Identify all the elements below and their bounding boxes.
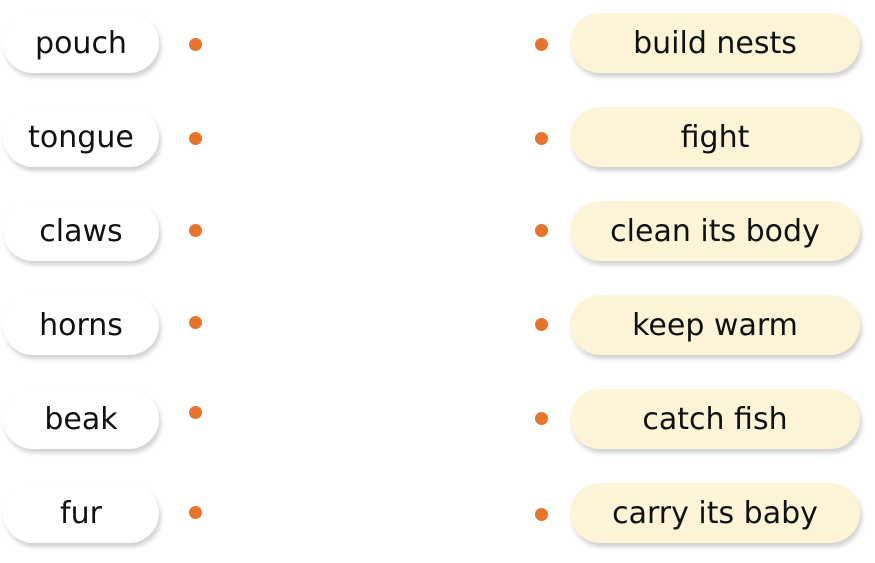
right-item-clean-its-body[interactable]: clean its body (570, 201, 860, 261)
left-item-pouch[interactable]: pouch (3, 13, 159, 73)
right-connector-dot-build-nests[interactable] (535, 38, 548, 51)
right-item-catch-fish[interactable]: catch fish (570, 389, 860, 449)
left-connector-dot-fur[interactable] (189, 506, 202, 519)
right-item-build-nests[interactable]: build nests (570, 13, 860, 73)
right-item-fight[interactable]: fight (570, 107, 860, 167)
left-item-horns[interactable]: horns (3, 295, 159, 355)
left-connector-dot-pouch[interactable] (189, 38, 202, 51)
left-connector-dot-claws[interactable] (189, 224, 202, 237)
right-connector-dot-catch-fish[interactable] (535, 412, 548, 425)
left-item-claws[interactable]: claws (3, 201, 159, 261)
left-item-beak[interactable]: beak (3, 389, 159, 449)
left-item-tongue[interactable]: tongue (3, 107, 159, 167)
left-item-fur[interactable]: fur (3, 483, 159, 543)
right-connector-dot-clean-its-body[interactable] (535, 224, 548, 237)
right-item-carry-its-baby[interactable]: carry its baby (570, 483, 860, 543)
right-connector-dot-fight[interactable] (535, 132, 548, 145)
right-connector-dot-keep-warm[interactable] (535, 318, 548, 331)
right-connector-dot-carry-its-baby[interactable] (535, 508, 548, 521)
left-connector-dot-beak[interactable] (189, 406, 202, 419)
left-connector-dot-tongue[interactable] (189, 132, 202, 145)
right-item-keep-warm[interactable]: keep warm (570, 295, 860, 355)
left-connector-dot-horns[interactable] (189, 316, 202, 329)
